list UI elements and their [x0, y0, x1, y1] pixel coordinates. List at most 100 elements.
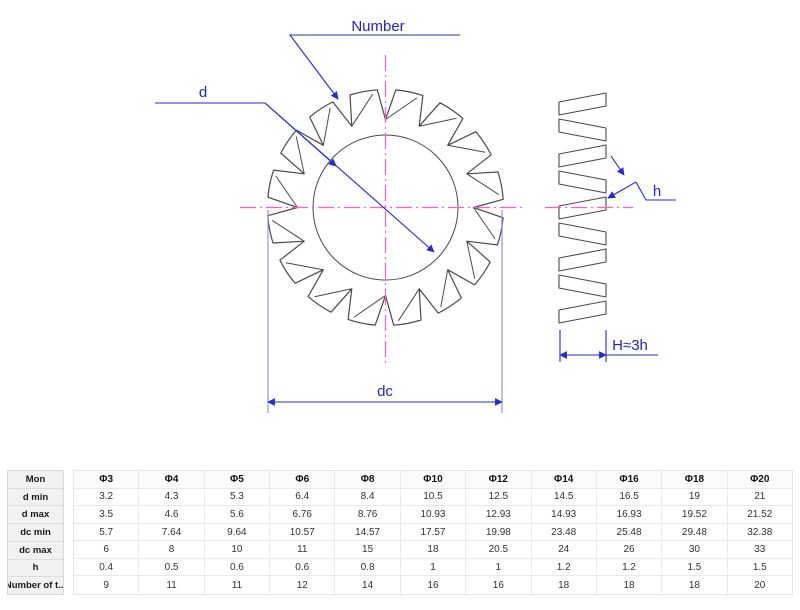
table-cell: 32.38 — [727, 523, 792, 542]
table-cell: 10.93 — [400, 506, 467, 524]
side-view-tooth — [558, 248, 607, 272]
table-header-cell: Φ5 — [204, 471, 271, 489]
tooth-twist-line — [285, 262, 324, 271]
table-cell: 20.5 — [466, 541, 532, 559]
tooth-twist-line — [397, 288, 420, 322]
table-cell: 1.5 — [727, 558, 792, 577]
table-header-cell: Φ12 — [466, 471, 532, 489]
table-cell: 11 — [270, 541, 336, 559]
tooth-twist-line — [447, 144, 486, 153]
table-cell: 16 — [400, 576, 467, 595]
table-cell: 3.2 — [74, 488, 140, 507]
table-cell: 18 — [596, 576, 663, 595]
table-cell: 6.4 — [270, 488, 336, 507]
table-cell: 14.57 — [335, 523, 401, 542]
h-tick-upper — [610, 155, 625, 176]
table-cell: 0.6 — [204, 558, 271, 577]
table-cell: 0.8 — [335, 558, 401, 577]
table-cell: 8.4 — [335, 488, 401, 507]
tooth-twist-line — [385, 97, 418, 120]
tooth-twist-line — [466, 241, 476, 279]
tooth-twist-line — [271, 219, 305, 242]
washer-tooth-twist-lines — [271, 93, 500, 322]
side-view-tooth — [558, 274, 607, 298]
table-cell: 9 — [74, 576, 140, 595]
side-view-tooth — [558, 144, 607, 168]
table-cell: 1.2 — [531, 558, 597, 577]
table-cell: 25.48 — [596, 523, 663, 542]
table-row-label: d min — [8, 488, 63, 507]
tooth-twist-line — [322, 107, 331, 146]
table-cell: 18 — [662, 576, 728, 595]
dimension-callouts: Number d dc h H≈3h — [155, 18, 676, 413]
table-cell: 3.5 — [74, 506, 140, 524]
tooth-twist-line — [419, 117, 457, 127]
d-diameter-arrow — [264, 102, 337, 167]
number-leader-line — [288, 34, 460, 100]
spec-table-column-gap — [64, 470, 73, 595]
tooth-twist-line — [466, 173, 500, 196]
side-view-tooth — [558, 92, 607, 116]
table-cell: 23.48 — [531, 523, 597, 542]
table-cell: 1 — [400, 558, 467, 577]
table-cell: 26 — [596, 541, 663, 559]
table-cell: 33 — [727, 541, 792, 559]
side-view-tooth — [558, 170, 607, 194]
table-corner-header: Mon — [8, 471, 63, 489]
side-view-tooth — [558, 300, 607, 324]
table-cell: 20 — [727, 576, 792, 595]
tooth-twist-line — [314, 288, 352, 298]
tooth-twist-line — [353, 295, 386, 318]
table-cell: 0.5 — [139, 558, 205, 577]
table-cell: 5.6 — [204, 506, 271, 524]
table-header-cell: Φ18 — [662, 471, 728, 489]
centerlines — [240, 55, 633, 365]
table-cell: 12.5 — [466, 488, 532, 507]
tooth-twist-line — [275, 175, 298, 208]
table-cell: 14.93 — [531, 506, 597, 524]
table-row-label: dc min — [8, 524, 63, 542]
table-row-label: d max — [8, 506, 63, 525]
table-cell: 5.7 — [74, 523, 140, 542]
table-cell: 17.57 — [400, 523, 467, 542]
table-cell: 16.5 — [596, 488, 663, 507]
table-cell: 12.93 — [466, 506, 532, 524]
table-row-label: Number of t... — [8, 577, 63, 595]
table-cell: 5.3 — [204, 488, 271, 507]
table-cell: 30 — [662, 541, 728, 559]
table-cell: 1.2 — [596, 558, 663, 577]
table-cell: 6.76 — [270, 506, 336, 524]
table-cell: 19.52 — [662, 506, 728, 524]
table-cell: 16 — [466, 576, 532, 595]
d-label: d — [199, 84, 207, 101]
table-cell: 14.5 — [531, 488, 597, 507]
table-cell: 6 — [74, 541, 140, 559]
h-tick-lower — [607, 181, 637, 199]
table-cell: 10.5 — [400, 488, 467, 507]
table-cell: 19.98 — [466, 523, 532, 542]
table-cell: 8 — [139, 541, 205, 559]
technical-drawing: Number d dc h H≈3h — [155, 18, 676, 413]
table-cell: 12 — [270, 576, 336, 595]
table-cell: 1.5 — [662, 558, 728, 577]
table-header-cell: Φ8 — [335, 471, 401, 489]
table-header-cell: Φ6 — [270, 471, 336, 489]
table-cell: 16.93 — [596, 506, 663, 524]
table-cell: 18 — [400, 541, 467, 559]
number-label: Number — [351, 18, 404, 35]
table-header-cell: Φ14 — [531, 471, 597, 489]
table-cell: 10 — [204, 541, 271, 559]
table-cell: 0.4 — [74, 558, 140, 577]
table-cell: 11 — [139, 576, 205, 595]
table-cell: 7.64 — [139, 523, 205, 542]
table-cell: 4.3 — [139, 488, 205, 507]
